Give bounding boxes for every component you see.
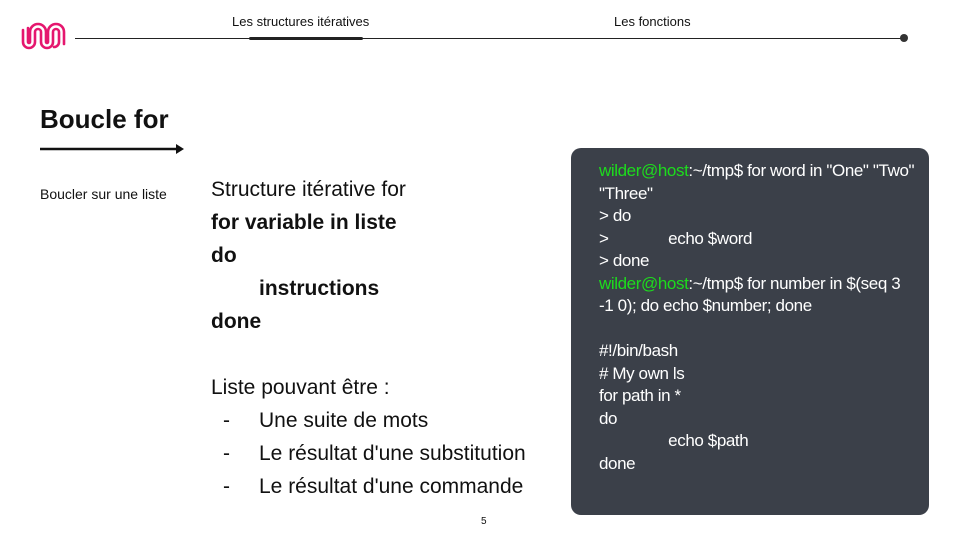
terminal-text: > echo $word <box>599 228 753 248</box>
terminal-line: > echo $word <box>599 228 917 251</box>
bullet-dash: - <box>223 475 230 498</box>
slide-body: Structure itérative for for variable in … <box>211 173 571 503</box>
list-item: - Le résultat d'une substitution <box>211 437 571 470</box>
terminal-line: echo $path <box>599 430 917 453</box>
title-arrow-icon <box>40 144 184 154</box>
terminal-text: #!/bin/bash <box>599 341 678 360</box>
slide-subtitle: Boucler sur une liste <box>40 186 167 202</box>
list-item: - Une suite de mots <box>211 404 571 437</box>
terminal-line: > done <box>599 250 917 273</box>
bullet-dash: - <box>223 442 230 465</box>
terminal-line: #!/bin/bash <box>599 340 917 363</box>
terminal-code-block: wilder@host:~/tmp$ for word in "One" "Tw… <box>571 148 929 515</box>
nav-end-dot <box>900 34 908 42</box>
terminal-line: do <box>599 408 917 431</box>
brand-logo-icon <box>21 22 66 50</box>
terminal-text: # My own ls <box>599 363 685 383</box>
terminal-line: done <box>599 453 917 476</box>
list-item-text: Le résultat d'une substitution <box>259 442 526 465</box>
bullet-dash: - <box>223 409 230 432</box>
terminal-line <box>599 318 917 341</box>
list-intro: Liste pouvant être : <box>211 376 390 399</box>
list-item-text: Le résultat d'une commande <box>259 475 524 498</box>
terminal-line: wilder@host:~/tmp$ for number in $(seq 3… <box>599 273 917 318</box>
syntax-line: done <box>211 310 262 333</box>
syntax-line: instructions <box>259 277 380 300</box>
terminal-line: # My own ls <box>599 363 917 386</box>
nav-item-fonctions[interactable]: Les fonctions <box>614 14 691 29</box>
slide-title: Boucle for <box>40 104 169 134</box>
terminal-text: for path in * <box>599 386 681 405</box>
syntax-line: do <box>211 244 237 267</box>
nav-item-structures[interactable]: Les structures itératives <box>232 14 370 29</box>
terminal-line: wilder@host:~/tmp$ for word in "One" "Tw… <box>599 160 917 205</box>
syntax-line: for variable in liste <box>211 211 397 234</box>
terminal-text: echo $path <box>599 431 749 450</box>
terminal-text: do <box>599 408 618 428</box>
list-item-text: Une suite de mots <box>259 409 429 432</box>
terminal-text: > done <box>599 251 650 270</box>
body-intro: Structure itérative for <box>211 178 406 201</box>
terminal-line: for path in * <box>599 385 917 408</box>
page-number: 5 <box>481 516 487 527</box>
nav-progress-line <box>75 38 905 39</box>
terminal-text: done <box>599 453 636 473</box>
list-item: - Le résultat d'une commande <box>211 470 571 503</box>
terminal-text: :~/tmp$ for number in $(seq 3 -1 0); do … <box>599 273 905 316</box>
terminal-prompt: wilder@host <box>599 161 689 180</box>
terminal-prompt: wilder@host <box>599 273 689 293</box>
terminal-text: > do <box>599 206 631 225</box>
nav-active-indicator <box>249 37 363 40</box>
terminal-text: :~/tmp$ for word in "One" "Two" "Three" <box>599 161 919 203</box>
terminal-line: > do <box>599 205 917 228</box>
